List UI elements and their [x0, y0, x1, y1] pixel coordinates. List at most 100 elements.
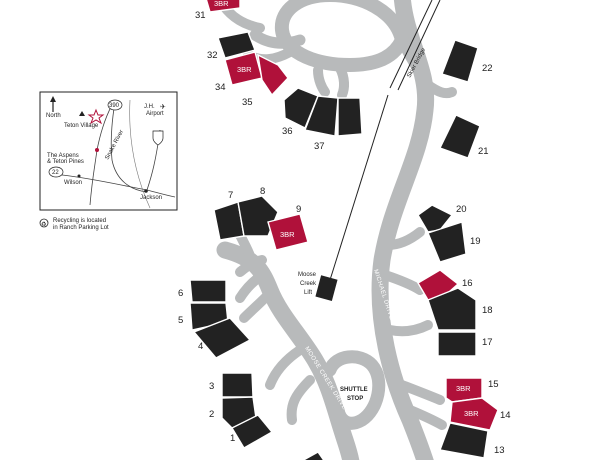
- spur-road: [335, 63, 350, 100]
- unit-4-number: 4: [198, 341, 203, 352]
- spur-road: [385, 320, 433, 337]
- unit-1-building[interactable]: [231, 414, 274, 449]
- unit-36-building[interactable]: [304, 95, 339, 137]
- north-label: North: [46, 113, 61, 119]
- shuttle-stop-label-line1: SHUTTLE: [340, 387, 368, 393]
- unit-21-number: 21: [478, 146, 489, 157]
- moose-creek-lift-station: [315, 275, 338, 301]
- unit-20-building[interactable]: [417, 204, 454, 233]
- unit-17-building[interactable]: [427, 287, 477, 331]
- spur-road: [239, 290, 273, 323]
- teton-village-star-icon: [87, 108, 105, 125]
- aspens-location-dot: [95, 148, 99, 152]
- skier-bridge-line: [389, 0, 433, 89]
- unit-22-number: 22: [482, 63, 493, 74]
- spur-road: [235, 270, 267, 303]
- teton-village-label: Teton Village: [64, 123, 99, 129]
- lift-label-line2: Creek: [300, 281, 317, 287]
- road-network: [215, 0, 457, 460]
- jackson-dot: [144, 189, 148, 193]
- unit-31-bedrooms: 3BR: [214, 0, 229, 8]
- airport-label-line2: Airport: [146, 111, 164, 117]
- unit-7-number: 7: [228, 190, 233, 201]
- wilson-label: Wilson: [64, 180, 82, 186]
- unit-18-number: 16: [462, 278, 473, 289]
- unit-14-number: 14: [500, 410, 511, 421]
- jackson-label: Jackson: [140, 195, 162, 201]
- unit-2-number: 2: [209, 409, 214, 420]
- unit-20-number: 20: [456, 204, 467, 215]
- spur-road: [397, 380, 445, 405]
- spur-road: [235, 230, 255, 261]
- inset-road: [110, 101, 148, 193]
- unit-36-number: 37: [314, 141, 325, 152]
- recycling-icon-glyph: ♻: [41, 221, 46, 228]
- unit-4-building[interactable]: [192, 317, 252, 359]
- unit-9-building[interactable]: [267, 213, 309, 251]
- spur-road: [399, 39, 431, 86]
- unit-37-building[interactable]: [337, 97, 363, 137]
- unit-3-number: 3: [209, 381, 214, 392]
- unit-34-building[interactable]: [257, 53, 289, 97]
- ski-area-icon: [79, 111, 85, 116]
- route-390-marker: [107, 99, 123, 111]
- unit-22-building[interactable]: [441, 39, 479, 83]
- unit-32-number: 32: [207, 50, 218, 61]
- unit-1-number: 1: [230, 433, 235, 444]
- lift-label-line1: Moose: [298, 272, 317, 278]
- shuttle-stop-label-line2: STOP: [347, 396, 363, 402]
- inset-river: [129, 99, 151, 209]
- partial-building: [302, 451, 325, 460]
- spur-road: [383, 227, 425, 250]
- unit-15-bedrooms: 3BR: [456, 384, 471, 393]
- unit-9-number: 9: [296, 204, 301, 215]
- airplane-icon: ✈: [160, 104, 166, 111]
- recycling-note-line1: Recycling is located: [53, 218, 106, 224]
- unit-16-building[interactable]: [437, 331, 477, 357]
- aspens-label-line2: & Teton Pines: [47, 159, 84, 165]
- skier-bridge-line: [397, 0, 441, 91]
- unit-35-number: 36: [282, 126, 293, 137]
- unit-9-bedrooms: 3BR: [280, 230, 295, 239]
- unit-32-building[interactable]: [217, 31, 256, 59]
- unit-31-number: 31: [195, 10, 206, 21]
- unit-17-number: 18: [482, 305, 493, 316]
- unit-16-number: 17: [482, 337, 493, 348]
- unit-21-building[interactable]: [439, 114, 481, 159]
- top-loop-road: [274, 0, 409, 72]
- unit-13-number: 13: [494, 445, 505, 456]
- unit-19-number: 19: [470, 236, 481, 247]
- unit-15-number: 15: [488, 379, 499, 390]
- recycling-icon: [39, 218, 49, 228]
- spur-road: [235, 255, 267, 277]
- unit-31-building[interactable]: [205, 0, 241, 13]
- aspens-label-line1: The Aspens: [47, 153, 79, 159]
- spur-road: [265, 345, 305, 390]
- unit-6-number: 6: [178, 288, 183, 299]
- spur-road: [405, 405, 447, 430]
- unit-19-building[interactable]: [427, 221, 467, 263]
- shuttle-loop-road: [323, 350, 386, 430]
- us-route-shield-icon: [152, 130, 164, 146]
- unit-33-bedrooms: 3BR: [237, 65, 252, 74]
- unit-8-number: 8: [260, 186, 265, 197]
- unit-14-building[interactable]: [449, 397, 499, 431]
- route-22-label: 22: [52, 170, 59, 176]
- airport-label-line1: J.H.: [144, 104, 155, 110]
- spur-road: [380, 270, 425, 295]
- wilson-dot: [77, 174, 81, 178]
- spur-road: [423, 80, 457, 99]
- lift-label-line3: Lift: [304, 290, 312, 296]
- lift-cable-line: [329, 94, 389, 281]
- unit-6-building[interactable]: [189, 279, 227, 303]
- unit-13-building[interactable]: [439, 422, 489, 459]
- unit-5-number: 5: [178, 315, 183, 326]
- unit-34-number: 35: [242, 97, 253, 108]
- unit-14-bedrooms: 3BR: [464, 409, 479, 418]
- unit-buildings: 3BR 31 32 3BR 34 35 36 37 22 21 20 19: [178, 0, 511, 460]
- spur-road: [286, 375, 315, 425]
- unit-33-number: 34: [215, 82, 226, 93]
- unit-3-building[interactable]: [221, 372, 254, 398]
